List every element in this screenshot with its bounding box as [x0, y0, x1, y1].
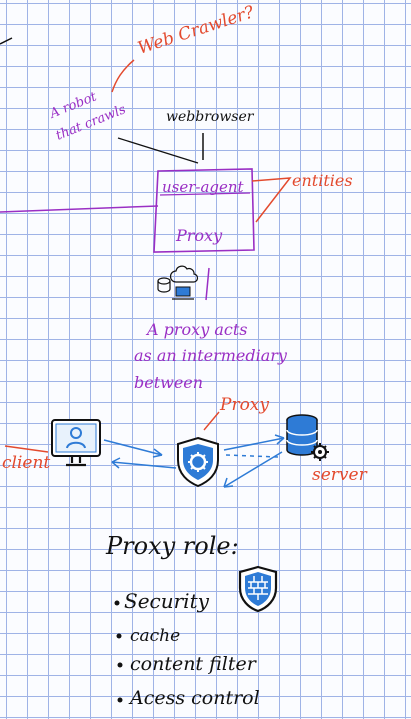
box-left-line [0, 205, 159, 213]
arrow-client-to-proxy-head [152, 448, 163, 458]
arrow-proxy-to-server-head [274, 434, 285, 445]
note-user-agent: user-agent [162, 178, 245, 196]
user-agent-underline [159, 192, 251, 196]
client-monitor-icon [51, 419, 101, 467]
note-web-crawler: Web Crawler? [135, 2, 257, 59]
robot-connector [117, 137, 199, 164]
note-proxy-box: Proxy [175, 226, 223, 245]
firewall-shield-icon [238, 565, 278, 613]
bullet-content-filter [117, 662, 123, 668]
stray-stroke [0, 37, 13, 45]
arrow-server-to-proxy-head [223, 477, 234, 488]
proxy-shield-gear-icon [177, 436, 219, 488]
role-item-security: Security [124, 589, 210, 613]
note-server: server [312, 465, 368, 485]
note-proxy-acts-line1: A proxy acts [145, 320, 247, 339]
proxy-label-connector [203, 411, 220, 431]
entities-bracket [251, 177, 292, 223]
arrow-proxy-to-client [111, 461, 177, 469]
server-database-gear-icon [286, 414, 329, 461]
proxy-box [153, 168, 255, 253]
note-webbrowser: webbrowser [166, 109, 255, 125]
proxy-stem [205, 267, 210, 301]
arrow-proxy-to-client-head [111, 457, 121, 469]
bullet-access-control [117, 697, 123, 703]
crawler-connector [111, 59, 135, 93]
note-proxy-acts-line2: as an intermediary [134, 346, 288, 365]
role-item-cache: cache [130, 626, 180, 646]
client-connector [4, 445, 49, 453]
bullet-security [114, 600, 120, 606]
note-proxy-label: Proxy [219, 395, 269, 415]
arrow-proxy-to-server [223, 437, 285, 451]
note-entities: entities [292, 171, 353, 190]
arrow-client-to-proxy [103, 439, 163, 456]
network-cloud-icon [157, 265, 199, 300]
proxy-role-title: Proxy role: [105, 532, 239, 560]
flow-arrows [103, 434, 285, 488]
arrow-dashed-mid [225, 454, 279, 458]
arrow-server-to-proxy [223, 451, 283, 488]
note-client: client [2, 453, 50, 473]
role-item-content-filter: content filter [130, 653, 258, 675]
bullet-cache [116, 633, 122, 639]
note-proxy-acts-line3: between [134, 373, 203, 392]
role-item-access-control: Acess control [128, 687, 260, 709]
